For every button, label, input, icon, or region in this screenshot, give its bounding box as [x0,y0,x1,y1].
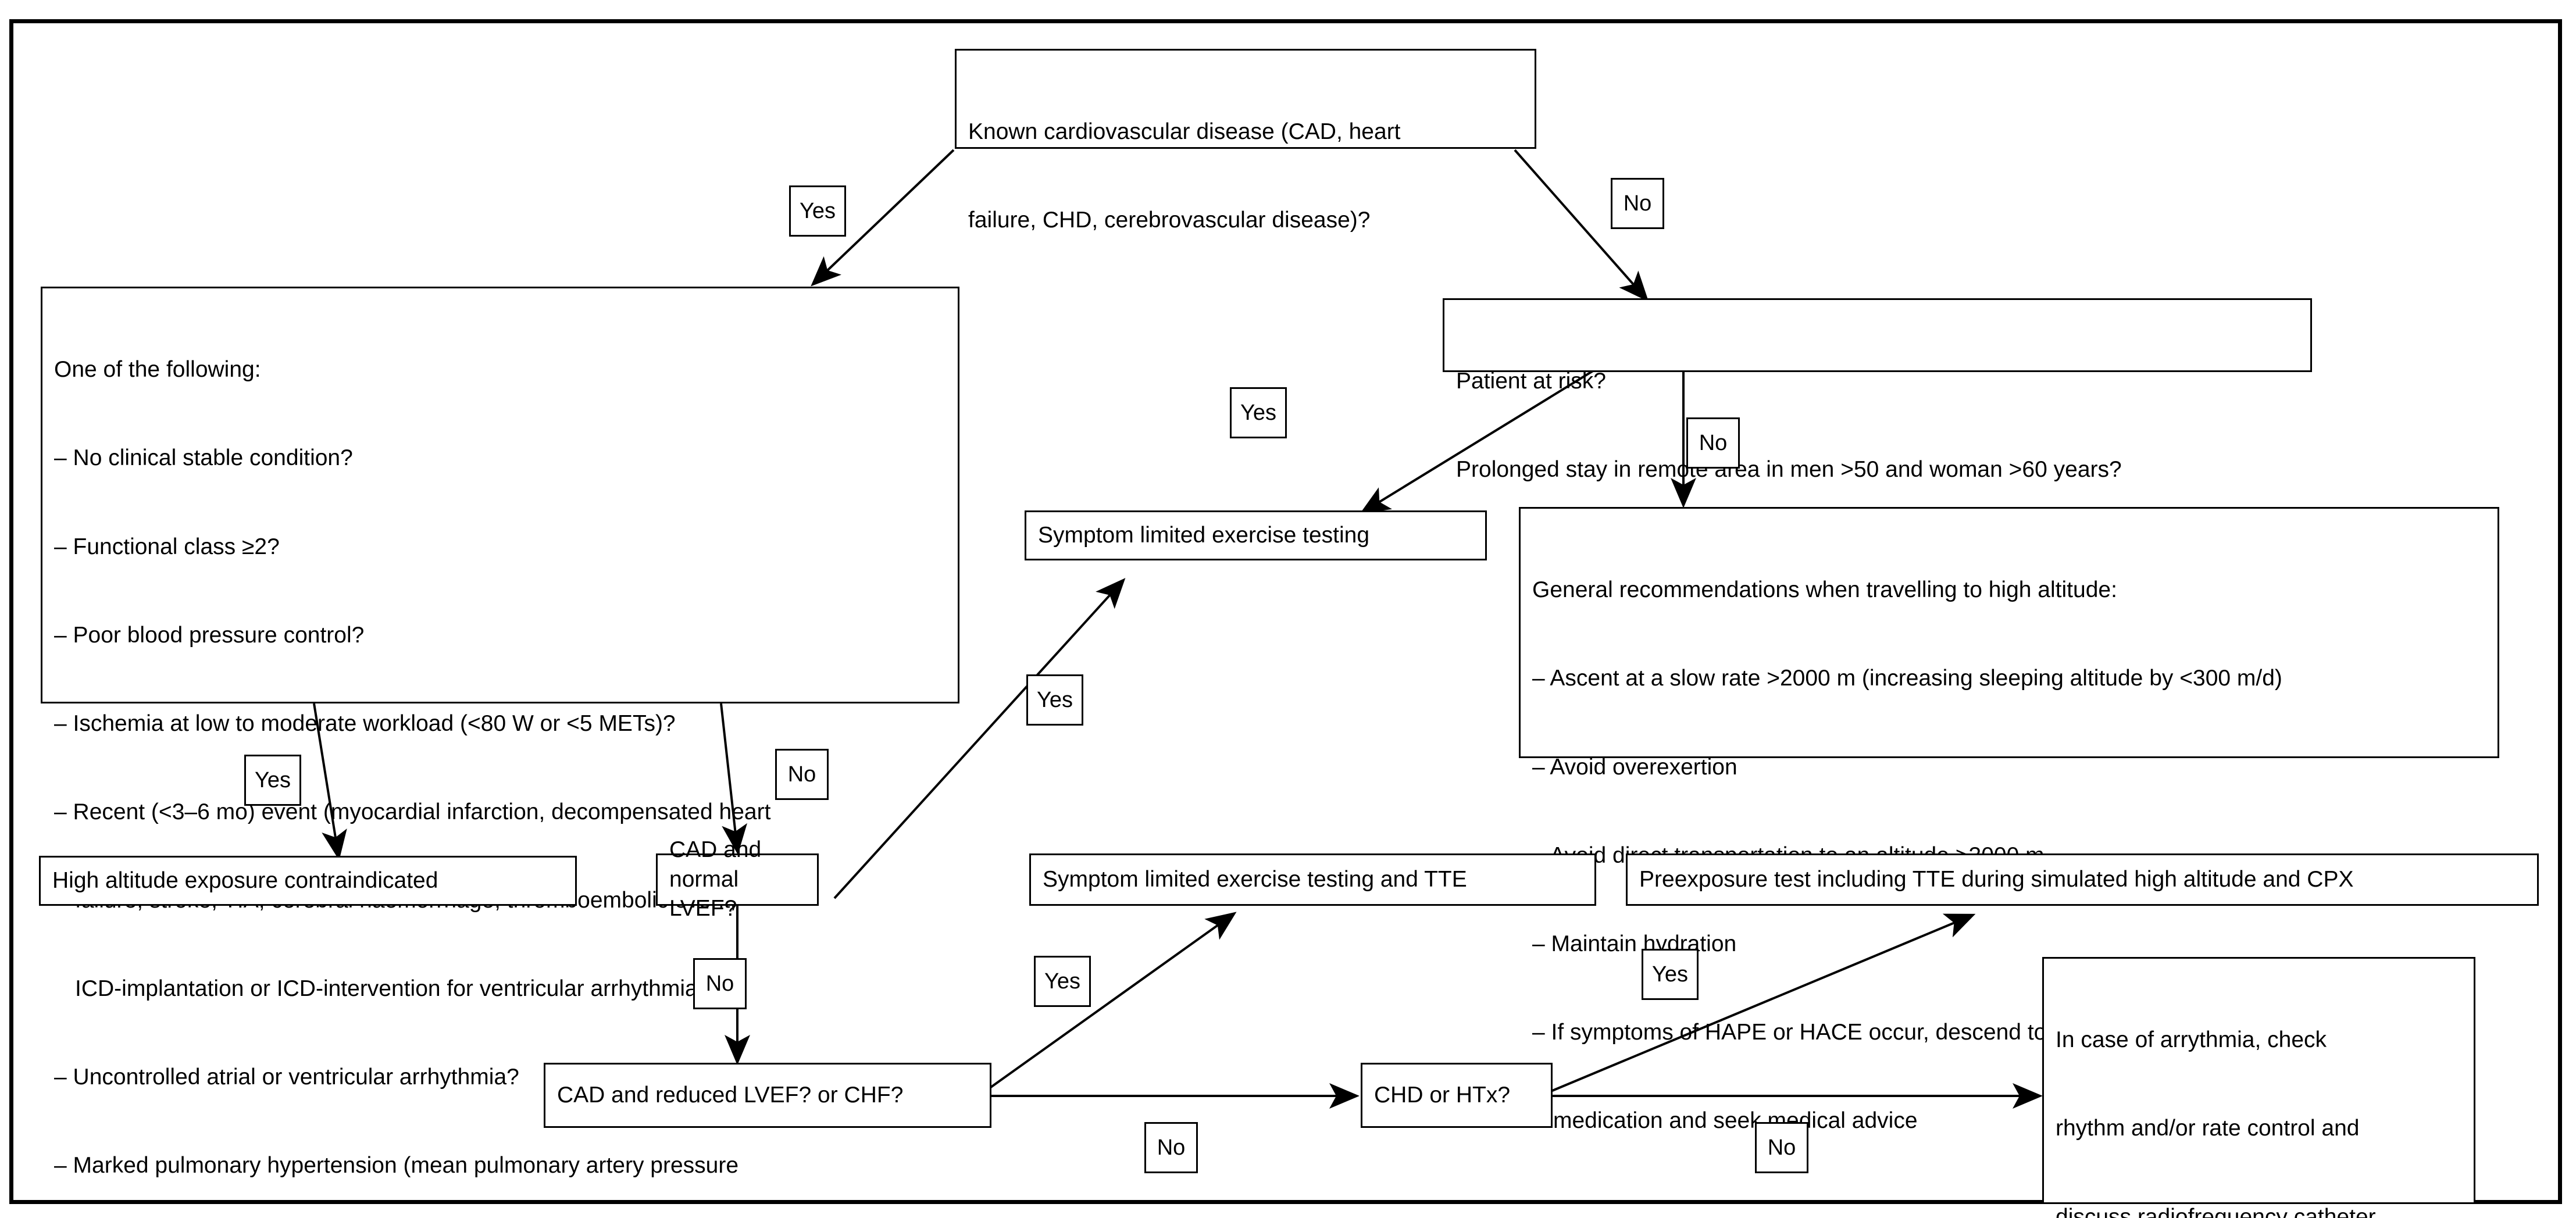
arrythmia-advice-line-2: discuss radiofrequency catheter [2056,1204,2376,1218]
one-of-following-item-0: – No clinical stable condition? [54,445,353,471]
node-known-cardiovascular-disease: Known cardiovascular disease (CAD, heart… [955,49,1536,233]
chd-or-htx-text: CHD or HTx? [1374,1082,1511,1108]
node-symptom-limited-exercise-testing-and-tte: Symptom limited exercise testing and TTE [1029,853,1596,906]
node-high-altitude-exposure-contraindicated: High altitude exposure contraindicated [39,856,577,906]
edge-label-risk-no-text: No [1699,430,1728,455]
edge-label-cadlvef-yes-text: Yes [1037,687,1073,712]
edge-cvd-no [1514,149,1649,302]
edge-label-cadlvef-no: No [693,958,747,1009]
cad-reduced-lvef-text: CAD and reduced LVEF? or CHF? [557,1082,904,1108]
edge-label-cvd-no: No [1611,178,1664,229]
edge-label-risk-yes: Yes [1230,387,1287,438]
node-arrythmia-advice: In case of arrythmia, check rhythm and/o… [2042,957,2475,1218]
edge-label-cadlvef-yes: Yes [1026,674,1083,726]
node-patient-at-risk: Patient at risk? Prolonged stay in remot… [1443,298,2312,482]
node-chd-or-htx: CHD or HTx? [1361,1063,1553,1128]
one-of-following-item-1: – Functional class ≥2? [54,534,280,559]
edge-label-chdhtx-yes-text: Yes [1652,962,1688,987]
edge-label-onelist-no-text: No [787,762,816,787]
edge-risk-yes [1360,352,1624,515]
edge-label-risk-no: No [1686,417,1740,469]
edge-label-cvd-yes: Yes [789,185,846,237]
node-one-of-the-following: One of the following: – No clinical stab… [41,287,959,1178]
edge-onelist-no [720,703,748,855]
symptom-limited-testing-text: Symptom limited exercise testing [1038,522,1370,548]
node-preexposure-test: Preexposure test including TTE during si… [1626,853,2539,906]
edge-label-reducedlvef-no-text: No [1157,1135,1186,1160]
edge-chdhtx-yes [1546,913,1976,1094]
edge-label-cvd-no-text: No [1623,191,1652,216]
known-cvd-line2: failure, CHD, cerebrovascular disease)? [968,208,1371,233]
node-cad-and-reduced-lvef-or-chf: CAD and reduced LVEF? or CHF? [544,1063,991,1128]
edge-cvd-yes [811,149,955,287]
edge-label-reducedlvef-yes-text: Yes [1044,969,1080,994]
patient-at-risk-line1: Patient at risk? [1456,369,1606,394]
edge-label-chdhtx-no-text: No [1767,1135,1796,1160]
general-recommendations-heading: General recommendations when travelling … [1532,577,2117,603]
node-symptom-limited-exercise-testing: Symptom limited exercise testing [1025,510,1487,560]
one-of-following-item-3: – Ischemia at low to moderate workload (… [54,710,676,736]
known-cvd-line1: Known cardiovascular disease (CAD, heart [968,119,1401,145]
node-general-recommendations: General recommendations when travelling … [1519,507,2499,1133]
edge-label-onelist-yes: Yes [244,755,301,806]
one-of-following-item-4: – Recent (<3–6 mo) event (myocardial inf… [54,799,771,824]
patient-at-risk-line2: Prolonged stay in remote area in men >50… [1456,457,2122,483]
general-recommendations-item-0: – Ascent at a slow rate >2000 m (increas… [1532,666,2282,691]
edge-label-reducedlvef-no: No [1144,1122,1198,1173]
edge-label-cvd-yes-text: Yes [800,198,836,223]
one-of-following-heading: One of the following: [54,357,261,383]
general-recommendations-item-1: – Avoid overexertion [1532,754,1737,780]
edge-onelist-yes [313,703,347,860]
one-of-following-item-6: ICD-implantation or ICD-intervention for… [75,976,729,1001]
edge-label-chdhtx-yes: Yes [1642,949,1699,1000]
symptom-limited-testing-tte-text: Symptom limited exercise testing and TTE [1043,866,1467,892]
edge-label-reducedlvef-yes: Yes [1034,956,1091,1007]
cad-normal-lvef-text: CAD and normal LVEF? [669,837,768,921]
arrythmia-advice-line-1: rhythm and/or rate control and [2056,1116,2360,1141]
edge-label-cadlvef-no-text: No [705,971,734,996]
diagram-outer-border [9,19,2562,1204]
node-cad-and-normal-lvef: CAD and normal LVEF? [656,837,819,921]
edge-reducedlvef-yes [982,912,1237,1094]
one-of-following-item-7: – Uncontrolled atrial or ventricular arr… [54,1064,519,1090]
edge-label-chdhtx-no: No [1755,1122,1808,1173]
arrythmia-advice-line-0: In case of arrythmia, check [2056,1027,2327,1053]
edge-label-onelist-yes-text: Yes [255,767,291,792]
preexposure-test-text: Preexposure test including TTE during si… [1639,866,2354,892]
high-altitude-contraindicated-text: High altitude exposure contraindicated [52,867,438,893]
edge-label-onelist-no: No [775,749,829,800]
one-of-following-item-8: – Marked pulmonary hypertension (mean pu… [54,1152,739,1178]
one-of-following-item-2: – Poor blood pressure control? [54,622,365,648]
edge-cadlvef-yes [833,578,1126,899]
edge-label-risk-yes-text: Yes [1240,400,1276,425]
